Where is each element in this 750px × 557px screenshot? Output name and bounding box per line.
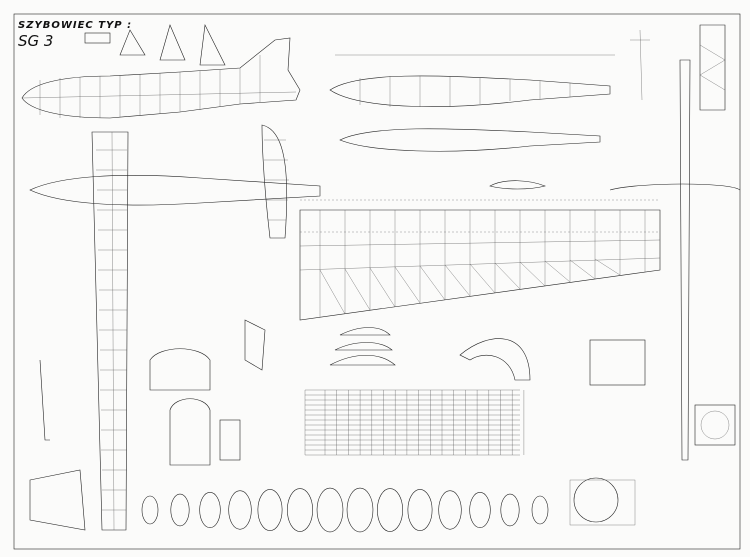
fuselage-frame: [257, 489, 283, 531]
sheet-border: [13, 13, 741, 550]
fuselage-frame: [377, 488, 403, 532]
fuselage-frame: [316, 487, 344, 533]
fuselage-frame: [346, 487, 374, 533]
drawing-title: SZYBOWIEC TYP :: [18, 20, 133, 31]
ordinates-table: [304, 389, 525, 456]
fuselage-frame: [407, 489, 433, 531]
fuselage-frame: [469, 491, 491, 529]
fuselage-frame: [438, 490, 462, 530]
fuselage-frame: [500, 493, 520, 527]
fuselage-frame: [199, 491, 221, 529]
fuselage-frame: [141, 495, 159, 525]
model-name: SG 3: [18, 32, 54, 50]
rib-sections-and-details: [29, 319, 736, 531]
fuselage-plan-views: [329, 54, 615, 190]
fuselage-frame: [531, 495, 549, 525]
top-view-wing: [29, 124, 321, 531]
side-view-fuselage: [21, 37, 301, 119]
fuselage-frame: [287, 488, 313, 532]
detail-parts-top: [84, 23, 226, 66]
fuselage-frames-row: [141, 487, 549, 533]
full-glider-top-view: [609, 24, 741, 461]
fuselage-frame: [228, 490, 252, 530]
wing-planform: [299, 199, 661, 321]
fuselage-frame: [170, 493, 190, 527]
